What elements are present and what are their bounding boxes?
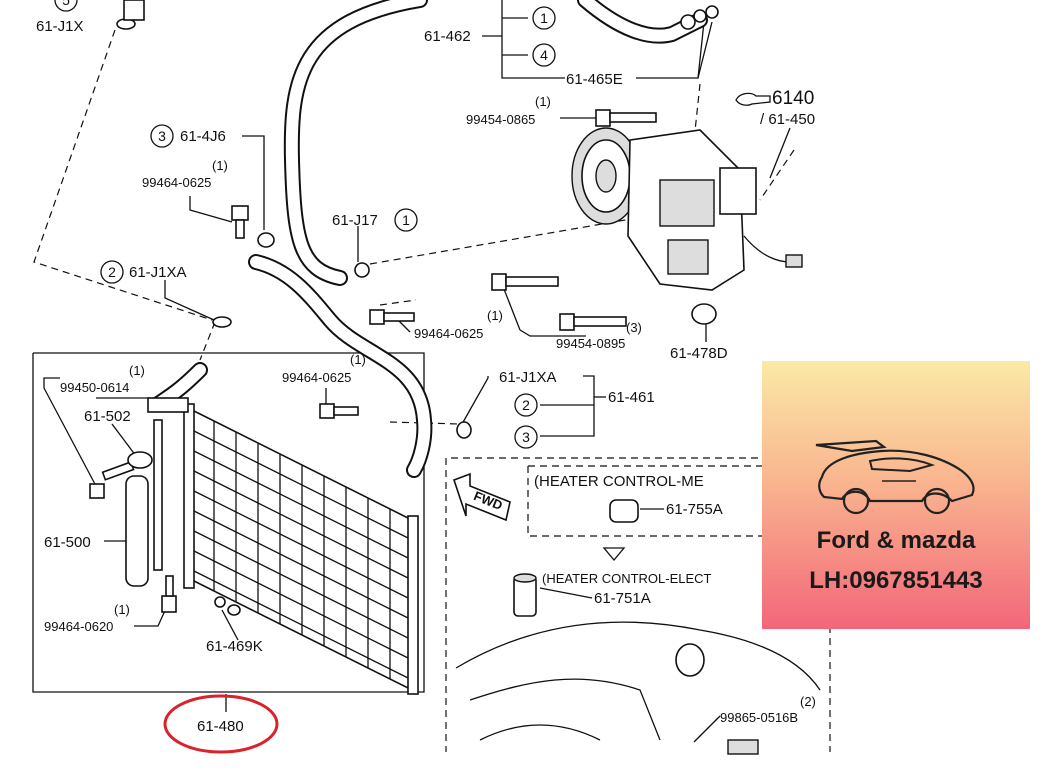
label-l04: (1): [535, 94, 551, 109]
highlight-circle: [163, 694, 279, 754]
label-l15: (3): [626, 320, 642, 335]
heater-parts: [513, 499, 639, 617]
label-l26: 61-755A: [666, 501, 723, 518]
condenser-box: [32, 352, 425, 693]
part-labels: 61-J1X 61-462 61-465E (1) 99454-0865 614…: [36, 18, 816, 735]
label-l24: 61-461: [608, 389, 655, 406]
compressor: [571, 127, 803, 291]
receiver-drier: [125, 451, 153, 587]
ad-panel: Ford & mazda LH:0967851443: [762, 361, 1030, 629]
label-l27: (HEATER CONTROL-ELECT: [542, 571, 712, 586]
label-l35: 99865-0516B: [720, 710, 798, 725]
label-l20: 61-502: [84, 408, 131, 425]
callout-c01: 5: [62, 0, 70, 8]
condenser: [147, 397, 419, 695]
fwd-arrow: [452, 472, 511, 522]
label-l11: 61-J17: [332, 212, 378, 229]
label-l09: (1): [212, 158, 228, 173]
label-l31: 99464-0620: [44, 619, 113, 634]
label-l03: 61-465E: [566, 71, 623, 88]
callout-c03: 4: [540, 47, 548, 63]
label-l16: 99454-0895: [556, 336, 625, 351]
ad-shop-name: Ford & mazda: [816, 527, 976, 554]
callout-c02: 1: [540, 10, 548, 26]
sports-car-logo-icon: [815, 439, 975, 515]
label-l05: 99454-0865: [466, 112, 535, 127]
dashboard-outline: [455, 621, 821, 755]
callout-c06: 2: [108, 264, 116, 280]
label-l08: 61-4J6: [180, 128, 226, 145]
label-l30: (1): [114, 602, 130, 617]
callout-c04: 3: [158, 128, 166, 144]
label-l10: 99464-0625: [142, 175, 211, 190]
label-l14: 99464-0625: [414, 326, 483, 341]
ad-phone-number: LH:0967851443: [809, 567, 983, 594]
label-l13: (1): [487, 308, 503, 323]
callout-c05: 1: [402, 212, 410, 228]
leader-lines: [43, 0, 791, 743]
bolts: [89, 109, 657, 613]
label-l28: 61-751A: [594, 590, 651, 607]
pointing-hand-icon: [735, 92, 771, 106]
hoses: [150, 0, 708, 478]
callout-c08: 3: [522, 429, 530, 445]
callout-c07: 2: [522, 397, 530, 413]
o-rings: [116, 0, 719, 616]
label-l01: 61-J1X: [36, 18, 84, 35]
callout-circles: 5 1 4 3 1 2 2 3: [54, 0, 556, 449]
label-l34: (2): [800, 694, 816, 709]
label-l33: 61-480: [197, 718, 244, 735]
label-l22: 99464-0625: [282, 370, 351, 385]
label-l07: / 61-450: [760, 111, 815, 128]
label-l02: 61-462: [424, 28, 471, 45]
label-l23: 61-J1XA: [499, 369, 557, 386]
label-l32: 61-469K: [206, 638, 263, 655]
label-l19: 99450-0614: [60, 380, 129, 395]
label-l29: 61-500: [44, 534, 91, 551]
label-l25: (HEATER CONTROL-ME: [534, 473, 704, 490]
label-l21: (1): [350, 352, 366, 367]
label-l12: 61-J1XA: [129, 264, 187, 281]
label-l06: 6140: [772, 88, 814, 109]
label-l18: (1): [129, 363, 145, 378]
label-l17: 61-478D: [670, 345, 728, 362]
